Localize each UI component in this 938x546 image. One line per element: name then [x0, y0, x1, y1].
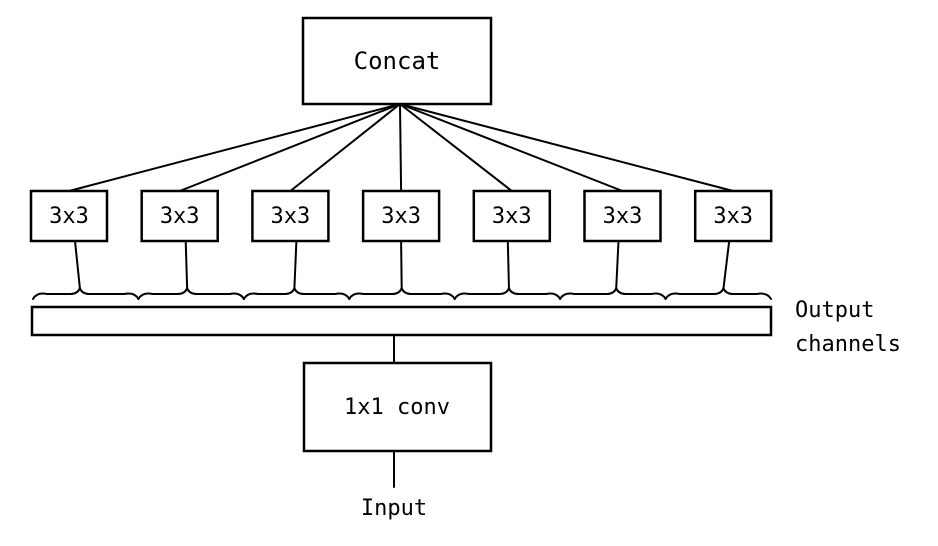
branch-label: 3x3	[271, 204, 311, 229]
channel-brace	[559, 287, 667, 300]
branch-label: 3x3	[49, 204, 89, 229]
concat-label: Concat	[354, 47, 441, 75]
branch-label: 3x3	[381, 204, 421, 229]
channel-to-branch-edge	[400, 240, 403, 289]
branch-node-3x3: 3x3	[693, 189, 773, 243]
branch-node-3x3: 3x3	[251, 189, 330, 243]
branch-to-concat-edge	[399, 103, 513, 192]
channel-to-branch-edge	[184, 240, 189, 289]
connector-layer	[68, 103, 735, 289]
channel-brace	[242, 287, 351, 300]
branch-node-3x3: 3x3	[29, 189, 109, 243]
input-label: Input	[361, 496, 427, 521]
concat-node: Concat	[301, 16, 493, 106]
branch-to-concat-edge	[68, 103, 401, 192]
output-channels-bar	[30, 305, 773, 337]
channel-to-branch-edge	[293, 240, 298, 289]
branch-to-concat-edge	[178, 103, 401, 192]
branch-node-3x3: 3x3	[140, 189, 219, 243]
output-channels-label-line1: Output	[795, 298, 874, 323]
conv-node: 1x1 conv	[302, 361, 493, 453]
channel-brace	[348, 287, 456, 300]
branch-label: 3x3	[713, 204, 753, 229]
channel-brace	[664, 287, 772, 300]
channel-split-braces	[32, 287, 772, 300]
branch-node-3x3: 3x3	[472, 189, 552, 243]
channel-to-branch-edge	[74, 240, 81, 289]
conv-label: 1x1 conv	[344, 395, 450, 420]
branch-nodes: 3x3 3x3 3x3 3x3 3x3 3x3 3x3	[29, 189, 773, 243]
channel-brace	[137, 287, 245, 300]
channel-to-branch-edge	[615, 240, 620, 289]
output-channels-label-line2: channels	[795, 332, 901, 357]
channel-brace	[32, 287, 140, 300]
channel-to-branch-edge	[506, 240, 510, 289]
branch-label: 3x3	[603, 204, 643, 229]
branch-label: 3x3	[492, 204, 532, 229]
branch-label: 3x3	[160, 204, 200, 229]
branch-node-3x3: 3x3	[361, 189, 441, 243]
channel-brace	[453, 287, 562, 300]
branch-to-concat-edge	[289, 103, 401, 192]
branch-node-3x3: 3x3	[583, 189, 662, 243]
branch-to-concat-edge	[399, 103, 735, 192]
branch-to-concat-edge	[399, 103, 624, 192]
branch-to-concat-edge	[399, 103, 403, 192]
channel-to-branch-edge	[722, 240, 731, 289]
